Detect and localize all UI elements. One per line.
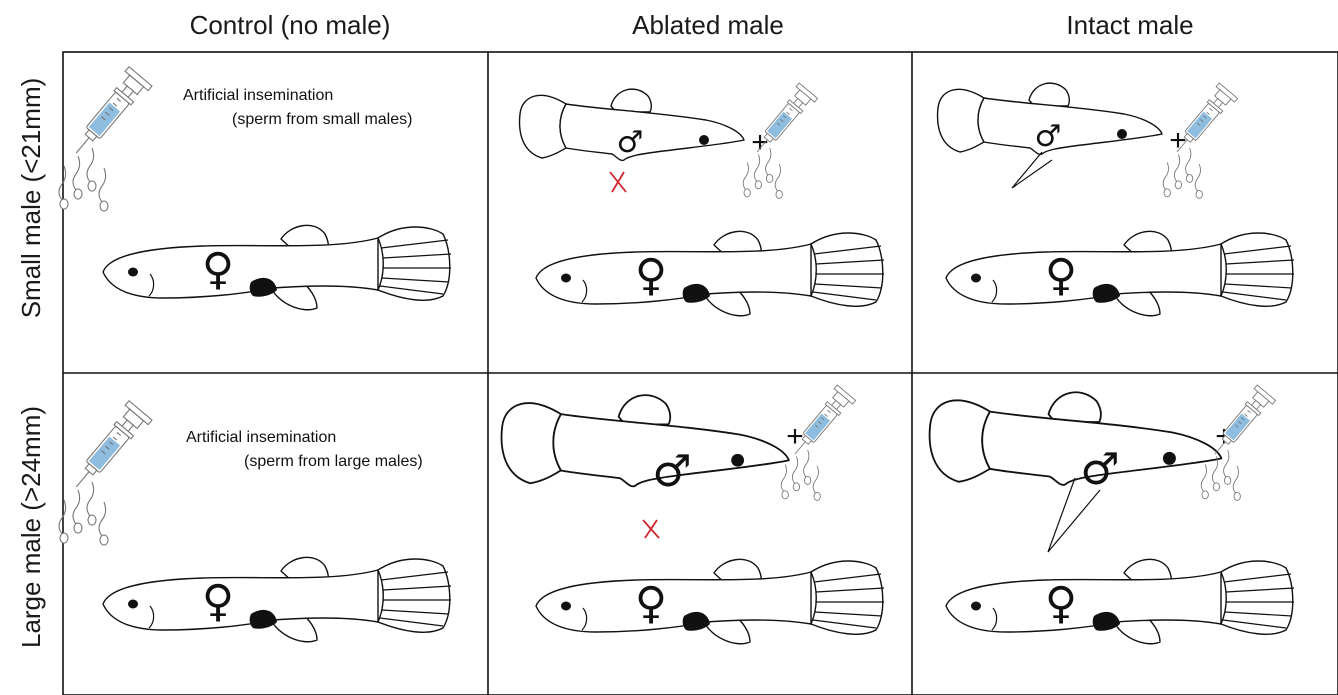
female-symbol: ♀	[1045, 578, 1077, 629]
ai-label: Artificial insemination	[186, 429, 336, 446]
plus-sign: +	[1169, 124, 1187, 157]
female-fish-icon	[946, 559, 1294, 643]
column-header-intact: Intact male	[1066, 10, 1193, 40]
cell-small-control: Artificial insemination (sperm from smal…	[59, 67, 451, 310]
female-fish-icon	[103, 557, 451, 641]
female-fish-icon	[536, 559, 884, 643]
syringe-icon	[1201, 385, 1275, 500]
female-symbol: ♀	[635, 250, 667, 301]
female-fish-icon	[536, 231, 884, 315]
female-symbol: ♀	[635, 578, 667, 629]
ai-note-large: (sperm from large males)	[244, 453, 423, 470]
ai-label: Artificial insemination	[183, 87, 333, 104]
syringe-icon	[59, 401, 152, 545]
column-header-control: Control (no male)	[190, 10, 391, 40]
ablation-x-icon	[643, 520, 659, 538]
female-fish-icon	[103, 225, 451, 309]
cell-small-ablated: ♂ + ♀	[520, 83, 884, 316]
cell-large-ablated: ♂ + ♀	[502, 385, 884, 644]
male-fish-icon	[930, 392, 1222, 485]
row-header-large: Large male (>24mm)	[16, 406, 46, 648]
female-symbol: ♀	[202, 576, 234, 627]
row-header-small: Small male (<21mm)	[16, 78, 46, 319]
male-symbol: ♂	[1080, 444, 1119, 495]
column-header-ablated: Ablated male	[632, 10, 784, 40]
male-symbol: ♂	[652, 446, 691, 497]
male-symbol: ♂	[1035, 119, 1062, 154]
syringe-icon	[59, 67, 152, 211]
plus-sign: +	[786, 420, 804, 453]
cell-large-control: Artificial insemination (sperm from larg…	[59, 401, 451, 642]
male-fish-icon	[502, 395, 789, 486]
gonopodium	[1012, 152, 1052, 188]
male-symbol: ♂	[617, 125, 644, 160]
cell-large-intact: ♂ + ♀	[930, 385, 1294, 644]
ai-note-small: (sperm from small males)	[232, 111, 412, 128]
female-symbol: ♀	[1045, 250, 1077, 301]
ablation-x-icon	[610, 172, 626, 192]
female-fish-icon	[946, 231, 1294, 315]
cell-small-intact: ♂ + ♀	[938, 83, 1294, 316]
female-symbol: ♀	[202, 244, 234, 295]
